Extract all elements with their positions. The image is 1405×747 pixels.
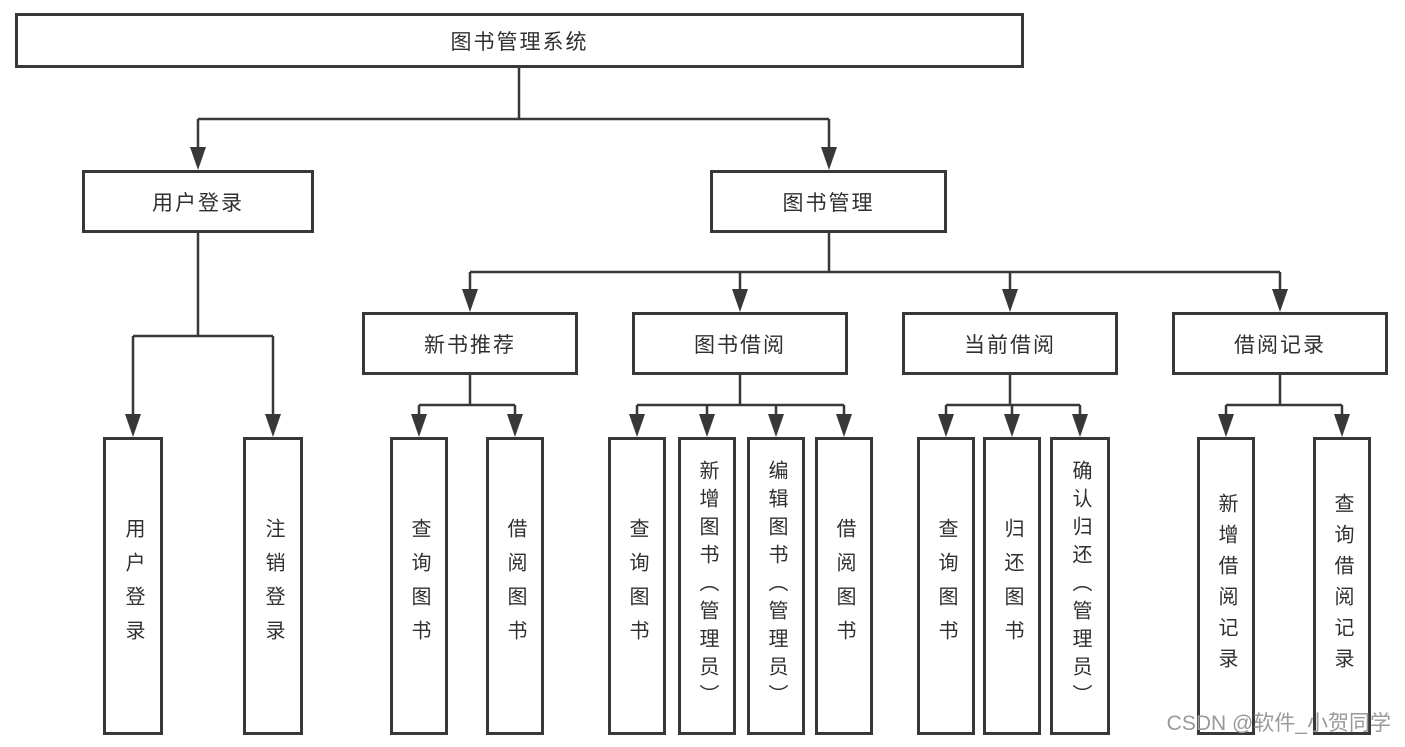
leaf-cb-confirm-return-admin: 确认归还（管理员） [1050, 437, 1110, 735]
leaf-nb-borrow-books-label: 借阅图书 [504, 518, 526, 654]
node-user-login: 用户登录 [82, 170, 314, 233]
leaf-br-add-record-label: 新增借阅记录 [1215, 493, 1237, 679]
leaf-cb-return-books: 归还图书 [983, 437, 1041, 735]
node-book-borrow: 图书借阅 [632, 312, 848, 375]
leaf-cb-confirm-return-admin-label: 确认归还（管理员） [1069, 460, 1091, 712]
node-root-label: 图书管理系统 [450, 30, 589, 54]
leaf-bb-query-books: 查询图书 [608, 437, 666, 735]
leaf-user-login: 用户登录 [103, 437, 163, 735]
leaf-logout-label: 注销登录 [262, 518, 284, 654]
node-new-book-recommend-label: 新书推荐 [424, 333, 516, 357]
node-current-borrow: 当前借阅 [902, 312, 1118, 375]
leaf-nb-query-books-label: 查询图书 [408, 518, 430, 654]
leaf-nb-borrow-books: 借阅图书 [486, 437, 544, 735]
leaf-bb-add-books-admin: 新增图书（管理员） [678, 437, 736, 735]
node-root: 图书管理系统 [15, 13, 1024, 68]
leaf-br-query-record-label: 查询借阅记录 [1331, 493, 1353, 679]
node-new-book-recommend: 新书推荐 [362, 312, 578, 375]
csdn-watermark: CSDN @软件_小贺同学 [1166, 712, 1391, 735]
leaf-bb-borrow-books: 借阅图书 [815, 437, 873, 735]
leaf-cb-query-books: 查询图书 [917, 437, 975, 735]
leaf-logout: 注销登录 [243, 437, 303, 735]
node-current-borrow-label: 当前借阅 [964, 333, 1056, 357]
leaf-user-login-label: 用户登录 [122, 518, 144, 654]
leaf-br-query-record: 查询借阅记录 [1313, 437, 1371, 735]
node-book-borrow-label: 图书借阅 [694, 333, 786, 357]
leaf-bb-query-books-label: 查询图书 [626, 518, 648, 654]
leaf-cb-query-books-label: 查询图书 [935, 518, 957, 654]
node-book-management-label: 图书管理 [782, 191, 875, 215]
leaf-bb-add-books-admin-label: 新增图书（管理员） [696, 460, 718, 712]
leaf-cb-return-books-label: 归还图书 [1001, 518, 1023, 654]
node-borrow-record-label: 借阅记录 [1234, 333, 1326, 357]
leaf-bb-edit-books-admin-label: 编辑图书（管理员） [765, 460, 787, 712]
leaf-bb-borrow-books-label: 借阅图书 [833, 518, 855, 654]
node-user-login-label: 用户登录 [152, 191, 244, 215]
node-book-management: 图书管理 [710, 170, 947, 233]
node-borrow-record: 借阅记录 [1172, 312, 1388, 375]
leaf-nb-query-books: 查询图书 [390, 437, 448, 735]
leaf-bb-edit-books-admin: 编辑图书（管理员） [747, 437, 805, 735]
leaf-br-add-record: 新增借阅记录 [1197, 437, 1255, 735]
